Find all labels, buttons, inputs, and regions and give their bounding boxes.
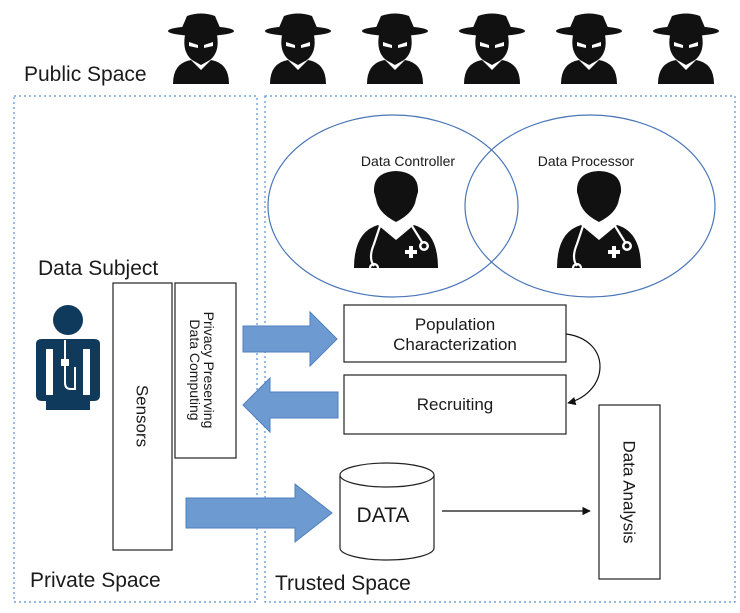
block-arrow-to-privacy: [242, 376, 339, 434]
block-arrows-group: [185, 310, 339, 544]
attacker-spy-icon: [459, 13, 525, 84]
attacker-spy-icon: [653, 13, 719, 84]
privacy-preserving-label-line1: Privacy Preserving: [201, 312, 217, 429]
population-to-recruiting-arrow: [565, 333, 601, 406]
block-arrow-to-data: [185, 482, 333, 544]
population-characterization-label-line1: Population: [415, 315, 495, 334]
attackers-group: [168, 13, 719, 84]
data-analysis-label: Data Analysis: [620, 441, 639, 544]
privacy-preserving-label-line2: Data Computing: [187, 319, 203, 420]
trusted-space-region: [264, 95, 736, 603]
population-characterization-box: [343, 304, 567, 363]
data-processor-ellipse: [464, 114, 716, 298]
block-arrow-to-population: [242, 310, 338, 368]
recruiting-box: [343, 374, 567, 435]
sensors-box: [112, 282, 173, 551]
public-space-label: Public Space: [24, 63, 147, 86]
privacy-preserving-box: [174, 282, 237, 459]
private-space-label: Private Space: [30, 569, 161, 592]
attacker-spy-icon: [265, 13, 331, 84]
recruiting-label: Recruiting: [417, 395, 494, 414]
data-controller-doctor-icon: [354, 171, 438, 274]
data-processor-label: Data Processor: [538, 153, 635, 169]
data-processor-doctor-icon: [557, 171, 641, 274]
data-controller-ellipse: [267, 114, 519, 298]
data-analysis-box: [598, 404, 661, 580]
attacker-spy-icon: [556, 13, 622, 84]
data-subject-label: Data Subject: [38, 257, 158, 280]
data-store-cylinder: [339, 462, 435, 561]
attacker-spy-icon: [362, 13, 428, 84]
attacker-spy-icon: [168, 13, 234, 84]
data-subject-person-icon: [36, 305, 100, 410]
trusted-space-label: Trusted Space: [275, 572, 411, 595]
data-controller-label: Data Controller: [361, 153, 455, 169]
sensors-label: Sensors: [133, 385, 152, 447]
data-store-label: DATA: [357, 504, 410, 527]
population-characterization-label-line2: Characterization: [393, 335, 517, 354]
